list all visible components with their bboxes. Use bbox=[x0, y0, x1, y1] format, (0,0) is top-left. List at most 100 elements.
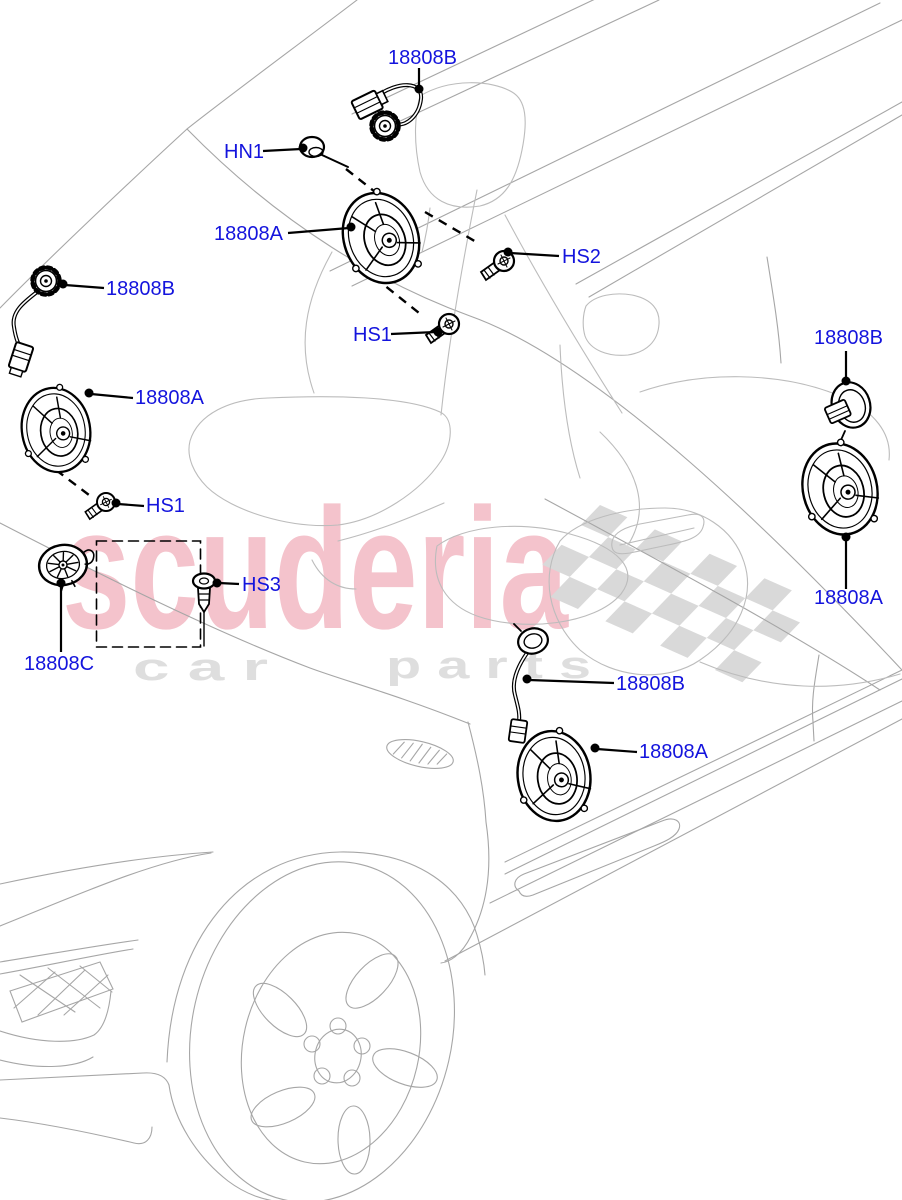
sill-line bbox=[489, 700, 902, 904]
door-shut-line bbox=[467, 721, 487, 823]
screw-hs1-upper-drawing bbox=[424, 312, 461, 345]
leader-dot bbox=[841, 532, 851, 542]
part-label-hs1-lower[interactable]: HS1 bbox=[146, 495, 185, 517]
b-pillar-line bbox=[766, 256, 782, 364]
leader-dot bbox=[346, 222, 356, 232]
part-label-18808a-rear-door[interactable]: 18808A bbox=[814, 587, 884, 609]
left-door-speaker-drawing bbox=[13, 379, 99, 479]
part-label-18808a-lower-door[interactable]: 18808A bbox=[639, 741, 709, 763]
leader-line bbox=[287, 226, 350, 235]
watermark-subtext-left: c a r bbox=[133, 647, 268, 689]
roof-line bbox=[351, 19, 902, 287]
lug-nut bbox=[329, 1017, 347, 1035]
install-axis-dashed bbox=[373, 276, 420, 314]
rear-door-speaker-drawing bbox=[790, 432, 889, 544]
passenger-headrest bbox=[582, 293, 660, 356]
part-label-18808b-lower-door[interactable]: 18808B bbox=[616, 673, 685, 695]
leader-dot bbox=[56, 578, 66, 588]
rim-outline bbox=[240, 931, 422, 1165]
grille-mesh bbox=[13, 965, 113, 1016]
spoke-cutout bbox=[345, 953, 399, 1009]
bumper-line bbox=[0, 1117, 153, 1145]
lower-door-tweeter-assembly bbox=[507, 623, 549, 744]
driver-seatback-line bbox=[440, 189, 478, 416]
grille-outline bbox=[9, 961, 114, 1023]
driver-seatback-line bbox=[304, 251, 333, 394]
leader-dot bbox=[841, 376, 851, 386]
part-label-hs2[interactable]: HS2 bbox=[562, 246, 601, 268]
watermark-brand-text: scuderia bbox=[62, 473, 569, 665]
rear-seat-line bbox=[599, 431, 640, 546]
wheel-arch-line bbox=[440, 821, 490, 964]
leader-dot bbox=[414, 84, 424, 94]
sill-slot bbox=[514, 818, 681, 897]
dash-line bbox=[544, 498, 881, 691]
spoke-cutout bbox=[372, 1048, 438, 1088]
leader-dot bbox=[503, 247, 513, 257]
roof-line bbox=[588, 114, 902, 298]
bumper-line bbox=[0, 1056, 94, 1067]
part-label-18808c[interactable]: 18808C bbox=[24, 653, 94, 675]
clip-hn1-drawing bbox=[298, 135, 349, 168]
leader-dot bbox=[522, 674, 532, 684]
sill-line bbox=[504, 678, 902, 875]
part-label-hn1[interactable]: HN1 bbox=[224, 141, 264, 163]
leader-dot bbox=[298, 143, 308, 153]
seat-rail-line bbox=[311, 559, 357, 590]
dash-line bbox=[186, 128, 902, 671]
spoke-cutout bbox=[250, 1086, 316, 1128]
apillar-tweeter-assembly bbox=[7, 268, 60, 378]
leader-dot bbox=[433, 327, 443, 337]
foglamp-line bbox=[0, 990, 112, 1042]
passenger-seatback-line bbox=[559, 344, 581, 479]
leader-line bbox=[117, 502, 145, 508]
leader-line bbox=[90, 392, 134, 400]
install-axis-dashed bbox=[424, 210, 479, 245]
part-label-18808b-roof[interactable]: 18808B bbox=[388, 47, 457, 69]
bumper-line bbox=[0, 939, 139, 963]
passenger-seatback-line bbox=[504, 214, 623, 414]
part-label-18808a-left-door[interactable]: 18808A bbox=[135, 387, 205, 409]
leader-line bbox=[528, 678, 615, 685]
lug-nut bbox=[303, 1035, 321, 1053]
front-door-speaker-drawing bbox=[328, 178, 433, 296]
roof-tweeter-assembly bbox=[350, 83, 424, 139]
leader-line bbox=[64, 283, 105, 290]
hood-line bbox=[0, 851, 214, 885]
driver-seatback-line bbox=[421, 207, 431, 253]
part-labels: 18808B HN1 18808A HS2 18808B HS1 18808B … bbox=[24, 47, 884, 763]
leader-dot bbox=[111, 498, 121, 508]
fender-vent bbox=[386, 739, 454, 769]
leader-dot bbox=[212, 578, 222, 588]
part-label-hs1-upper[interactable]: HS1 bbox=[353, 324, 392, 346]
bumper-line bbox=[0, 1072, 170, 1086]
part-label-18808b-rear-door[interactable]: 18808B bbox=[814, 327, 883, 349]
wheel-arch-line bbox=[166, 851, 486, 1063]
leader-lines bbox=[56, 68, 851, 754]
leader-line bbox=[262, 147, 302, 153]
part-label-hs3[interactable]: HS3 bbox=[242, 574, 281, 596]
dash-tweeter-drawing bbox=[37, 543, 95, 592]
leader-line bbox=[509, 251, 560, 258]
rear-door-tweeter-drawing bbox=[824, 381, 872, 441]
install-axis-dashed bbox=[55, 469, 94, 499]
leader-line bbox=[218, 581, 240, 586]
tire-outline bbox=[189, 861, 455, 1200]
roof-line bbox=[380, 0, 660, 131]
part-label-18808b-apillar[interactable]: 18808B bbox=[106, 278, 175, 300]
wheel-arch-line bbox=[168, 1084, 272, 1200]
bumper-line bbox=[0, 948, 134, 975]
rear-seat-line bbox=[639, 376, 890, 461]
part-label-18808a-front-door[interactable]: 18808A bbox=[214, 223, 284, 245]
rear-seat-line bbox=[548, 507, 748, 676]
spoke-cutout bbox=[337, 1105, 371, 1175]
hood-line bbox=[0, 852, 212, 927]
leader-dot bbox=[84, 388, 94, 398]
leader-dot bbox=[58, 279, 68, 289]
driver-headrest bbox=[415, 82, 526, 208]
driver-cushion bbox=[188, 396, 451, 527]
passenger-cushion bbox=[435, 525, 629, 625]
sill-line bbox=[504, 669, 902, 863]
